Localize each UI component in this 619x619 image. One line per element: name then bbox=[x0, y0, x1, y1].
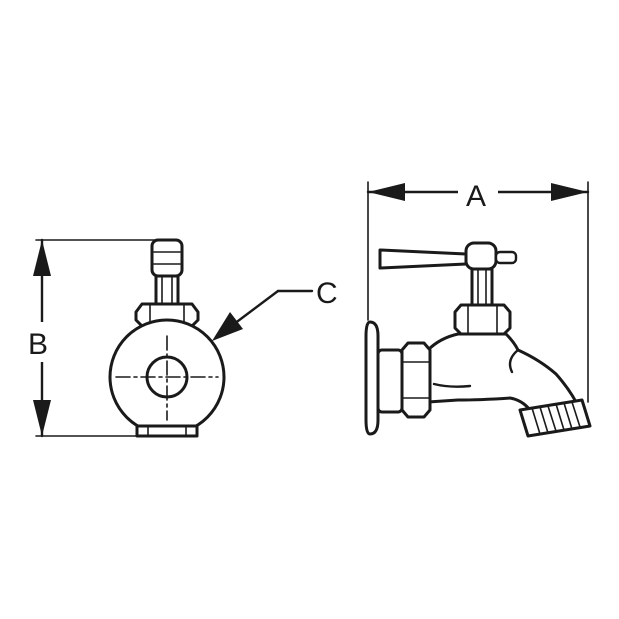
dimension-a: A bbox=[366, 172, 590, 403]
side-view-body bbox=[426, 332, 582, 412]
side-view bbox=[364, 241, 592, 438]
side-view-bonnet-nut bbox=[453, 303, 512, 336]
dimension-a-label: A bbox=[466, 180, 486, 213]
side-view-hose-thread bbox=[518, 398, 592, 438]
front-view-handle bbox=[150, 238, 184, 306]
front-view bbox=[108, 238, 226, 438]
callout-c: C bbox=[212, 277, 338, 341]
side-view-inlet-hex bbox=[400, 341, 432, 419]
front-view-body bbox=[108, 318, 226, 436]
dimension-b-label: B bbox=[28, 328, 48, 361]
side-view-flange bbox=[364, 320, 404, 436]
front-view-base-thread bbox=[135, 424, 199, 438]
callout-c-label: C bbox=[316, 277, 338, 310]
side-view-lever-handle bbox=[378, 241, 518, 307]
dimension-b: B bbox=[22, 238, 171, 438]
